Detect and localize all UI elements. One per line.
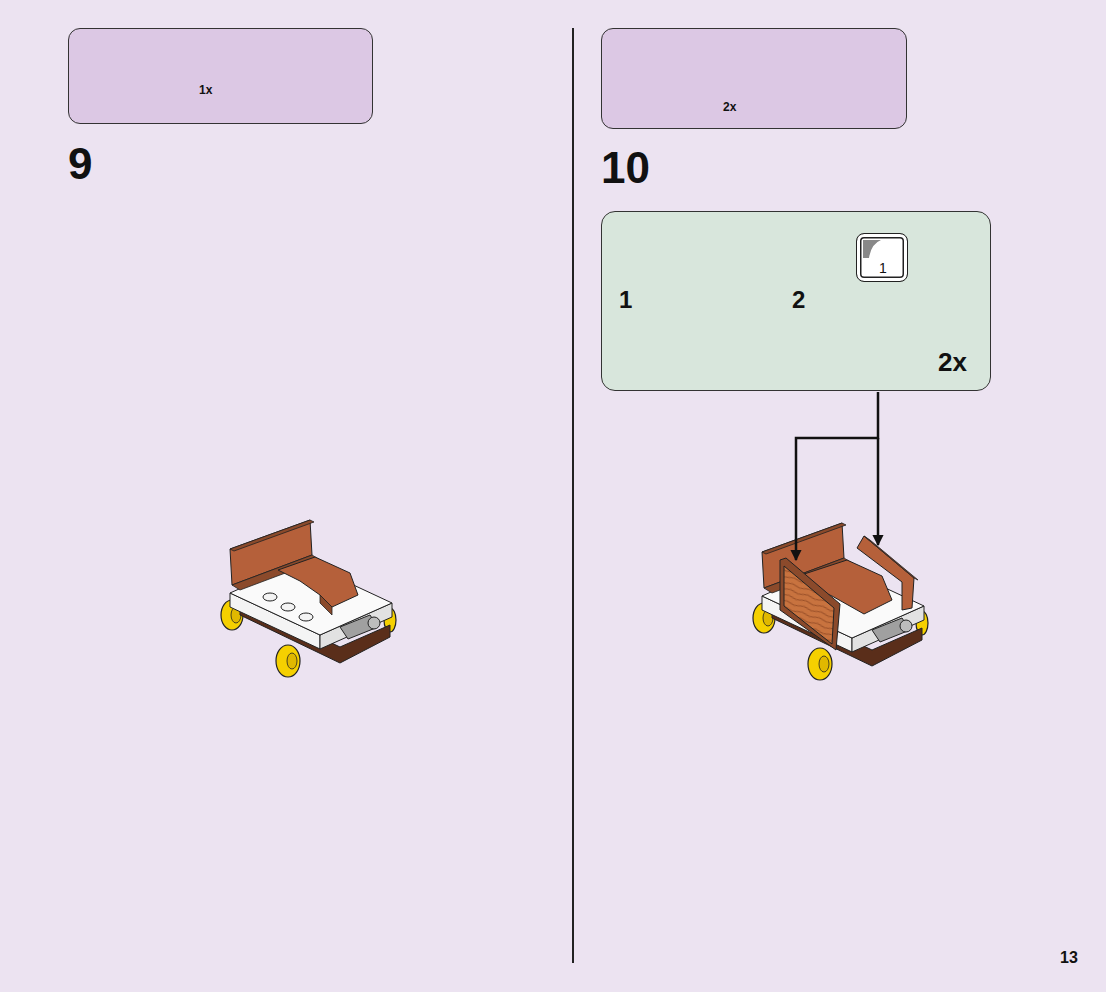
callout-text: 1 bbox=[879, 261, 887, 275]
page-number: 13 bbox=[1060, 950, 1078, 966]
sticker-icon bbox=[863, 240, 881, 258]
cart-model-step10 bbox=[753, 523, 928, 680]
placement-arrows bbox=[796, 392, 878, 560]
cart-model-step9 bbox=[221, 520, 396, 677]
parts-callout: 1x bbox=[68, 28, 373, 124]
submodel-box: 1 2 2x 1 bbox=[601, 211, 991, 391]
callout-text: 2x bbox=[938, 349, 967, 375]
parts-callout: 2x bbox=[601, 28, 907, 129]
callout-text: 2x bbox=[723, 101, 736, 113]
step-number: 10 bbox=[601, 146, 650, 190]
callout-text: 2 bbox=[792, 288, 805, 312]
step-number: 9 bbox=[68, 142, 92, 186]
sticker-callout: 1 bbox=[856, 233, 908, 282]
callout-text: 1 bbox=[619, 288, 632, 312]
callout-text: 1x bbox=[199, 84, 212, 96]
page-divider bbox=[572, 28, 574, 963]
